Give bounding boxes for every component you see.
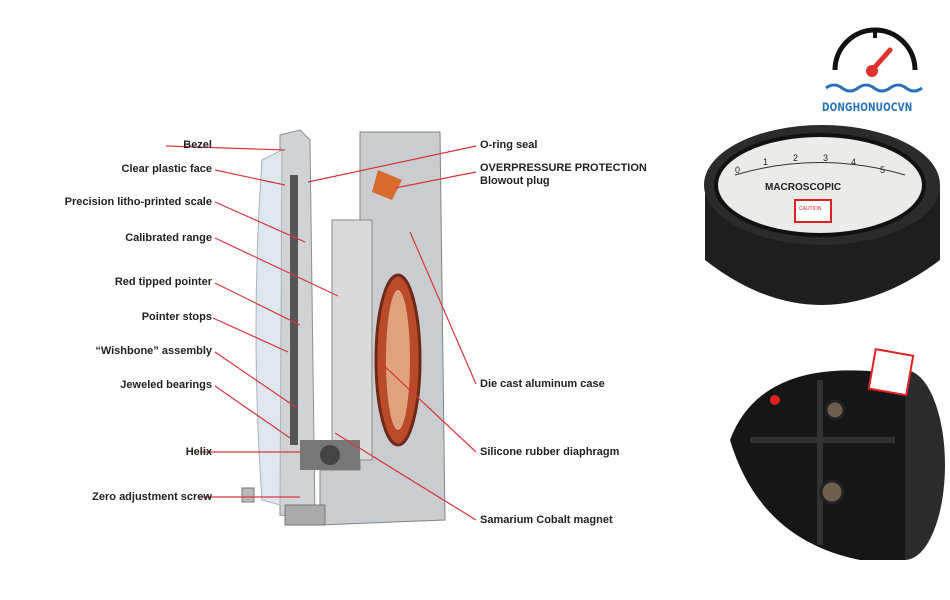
label-jeweled-bearings: Jeweled bearings: [120, 379, 212, 391]
label-helix: Helix: [185, 446, 212, 458]
scale-2: 2: [793, 153, 798, 163]
gauge-cutaway: [241, 129, 446, 526]
scale-0: 0: [735, 165, 740, 175]
scale-1: 1: [763, 157, 768, 167]
scale-4: 4: [851, 157, 856, 167]
label-clear-plastic-face: Clear plastic face: [121, 163, 213, 175]
gauge-brand: MACROSCOPIC: [765, 182, 841, 193]
logo-gauge-icon: [825, 27, 923, 93]
logo-text: DONGHONUOCVN: [822, 100, 913, 114]
label-blowout: Blowout plug: [480, 175, 550, 187]
label-pointer-stops: Pointer stops: [141, 311, 212, 323]
label-calibrated-range: Calibrated range: [125, 232, 212, 244]
label-magnet: Samarium Cobalt magnet: [480, 514, 613, 526]
label-overpressure: OVERPRESSURE PROTECTION: [480, 162, 647, 174]
scale-3: 3: [823, 153, 828, 163]
scale-5: 5: [880, 165, 885, 175]
label-case: Die cast aluminum case: [480, 378, 605, 390]
label-oring: O-ring seal: [480, 139, 538, 151]
gauge-front-photo: [704, 125, 940, 305]
label-diaphragm: Silicone rubber diaphragm: [480, 446, 620, 458]
leader-lines: [165, 145, 477, 521]
label-red-pointer: Red tipped pointer: [114, 276, 212, 288]
label-litho-scale: Precision litho-printed scale: [64, 196, 212, 208]
caution-label: CAUTION: [799, 206, 822, 212]
label-bezel: Bezel: [183, 139, 212, 151]
gauge-back-photo: [730, 348, 945, 560]
label-wishbone: “Wishbone” assembly: [95, 345, 212, 357]
label-zero-screw: Zero adjustment screw: [92, 491, 212, 503]
